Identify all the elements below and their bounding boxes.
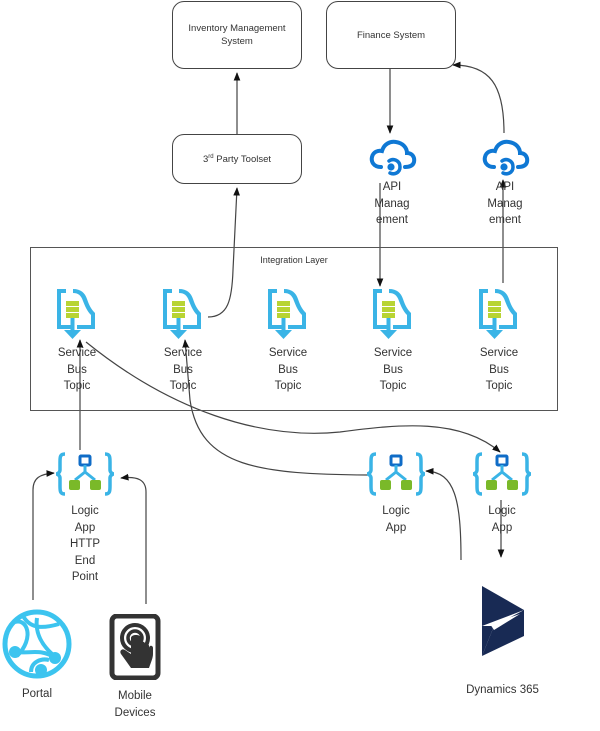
logic-app-label: Logic App	[382, 505, 410, 534]
service-bus-topic-label: Service Bus Topic	[163, 347, 203, 392]
finance-system: Finance System	[326, 1, 456, 69]
logic-app-http-endpoint: Logic App HTTP End Point	[50, 450, 120, 586]
toolset-label: 3rd Party Toolset	[202, 154, 272, 166]
service-bus-topic-icon	[373, 289, 411, 339]
mobile-device-touch-icon	[109, 614, 161, 680]
service-bus-topic-1: Service Bus Topic	[42, 285, 112, 395]
logic-app-icon	[55, 452, 115, 496]
service-bus-topic-icon	[57, 289, 95, 339]
inventory-label: Inventory Management System	[188, 23, 286, 47]
api-management-label: API Manag ement	[487, 181, 523, 226]
logic-app-icon	[472, 452, 532, 496]
portal: Portal	[0, 608, 74, 703]
api-management-icon	[482, 139, 530, 176]
finance-label: Finance System	[356, 29, 426, 41]
api-management-2: API Manag ement	[470, 137, 540, 229]
service-bus-topic-label: Service Bus Topic	[373, 347, 413, 392]
logic-app-label: Logic App	[488, 505, 516, 534]
integration-layer: Integration Layer	[30, 247, 558, 411]
integration-layer-title: Integration Layer	[260, 255, 328, 265]
dynamics-365: Dynamics 365	[455, 584, 550, 699]
api-management-icon	[369, 139, 417, 176]
service-bus-topic-5: Service Bus Topic	[464, 285, 534, 395]
portal-globe-icon	[2, 609, 72, 679]
inventory-management-system: Inventory Management System	[172, 1, 302, 69]
service-bus-topic-label: Service Bus Topic	[479, 347, 519, 392]
service-bus-topic-icon	[163, 289, 201, 339]
service-bus-topic-2: Service Bus Topic	[148, 285, 218, 395]
service-bus-topic-icon	[479, 289, 517, 339]
third-party-toolset: 3rd Party Toolset	[172, 134, 302, 184]
dynamics-365-label: Dynamics 365	[466, 684, 539, 696]
mobile-devices: Mobile Devices	[100, 614, 170, 721]
logic-app-2: Logic App	[361, 450, 431, 536]
service-bus-topic-label: Service Bus Topic	[268, 347, 308, 392]
wire-mobile-to-logicapp1	[120, 473, 147, 604]
service-bus-topic-3: Service Bus Topic	[253, 285, 323, 395]
dynamics-365-logo-icon	[481, 586, 524, 656]
logic-app-label: Logic App HTTP End Point	[69, 505, 101, 583]
wire-dynamics-to-logicapp2	[425, 467, 462, 561]
wire-api2-to-finance	[452, 61, 505, 134]
service-bus-topic-label: Service Bus Topic	[57, 347, 97, 392]
logic-app-3: Logic App	[467, 450, 537, 536]
service-bus-topic-4: Service Bus Topic	[358, 285, 428, 395]
service-bus-topic-icon	[268, 289, 306, 339]
mobile-devices-label: Mobile Devices	[114, 690, 156, 719]
logic-app-icon	[366, 452, 426, 496]
api-management-1: API Manag ement	[357, 137, 427, 229]
portal-label: Portal	[21, 688, 53, 700]
api-management-label: API Manag ement	[374, 181, 410, 226]
